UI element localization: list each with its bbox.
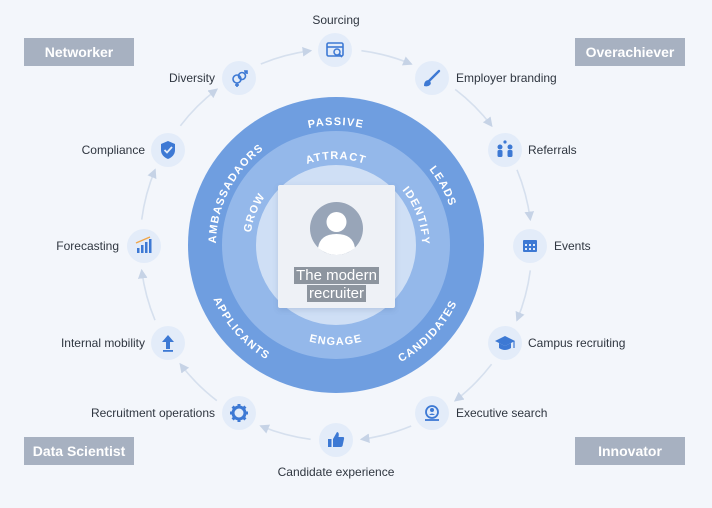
persona-data-scientist: Data Scientist <box>24 437 134 465</box>
label-sourcing: Sourcing <box>312 13 360 27</box>
cycle-connector-arc <box>361 49 413 66</box>
people-referral-icon <box>497 140 513 157</box>
cycle-connector-arc <box>179 88 219 127</box>
center-title: The modern recruiter <box>278 267 395 303</box>
label-campus-recruiting: Campus recruiting <box>528 336 626 350</box>
arrow-up-icon <box>162 335 174 352</box>
cycle-connector-arc <box>137 268 156 321</box>
label-candidate-experience: Candidate experience <box>277 465 395 479</box>
node-sourcing[interactable] <box>318 33 352 67</box>
cycle-connector-arcs <box>137 46 535 444</box>
label-forecasting: Forecasting <box>56 239 119 253</box>
persona-innovator: Innovator <box>575 437 685 465</box>
label-compliance: Compliance <box>81 143 145 157</box>
cycle-connector-arc <box>259 424 311 441</box>
cycle-connector-arc <box>515 270 532 322</box>
node-referrals[interactable] <box>488 133 522 167</box>
center-title-line1: The modern <box>294 267 379 284</box>
browser-search-icon <box>326 42 344 58</box>
label-recruitment-operations: Recruitment operations <box>90 406 215 420</box>
cycle-connector-arc <box>179 362 218 402</box>
cycle-connector-arc <box>260 46 313 65</box>
center-title-line2: recruiter <box>306 285 366 302</box>
node-candidate-experience[interactable] <box>319 423 353 457</box>
shield-check-icon <box>161 141 175 159</box>
node-campus-recruiting[interactable] <box>488 326 522 360</box>
node-diversity[interactable] <box>222 61 256 95</box>
node-executive-search[interactable] <box>415 396 449 430</box>
node-recruitment-operations[interactable] <box>222 396 256 430</box>
graduation-cap-icon <box>495 336 515 350</box>
center-card: The modern recruiter <box>278 185 395 308</box>
bar-chart-icon <box>135 236 152 253</box>
ring-label-passive: PASSIVE <box>307 116 365 131</box>
thumbs-up-icon <box>328 432 345 447</box>
node-compliance[interactable] <box>151 133 185 167</box>
node-internal-mobility[interactable] <box>151 326 185 360</box>
persona-overachiever: Overachiever <box>575 38 685 66</box>
label-referrals: Referrals <box>528 143 577 157</box>
ring-label-engage: ENGAGE <box>308 333 364 349</box>
cycle-connector-arc <box>140 168 157 220</box>
label-employer-branding: Employer branding <box>456 71 557 85</box>
label-executive-search: Executive search <box>456 406 548 420</box>
cycle-connector-arc <box>453 363 493 402</box>
cycle-connector-arc <box>454 88 493 128</box>
ring-label-attract: ATTRACT <box>304 150 368 167</box>
person-avatar-icon <box>310 202 363 255</box>
calendar-icon <box>523 240 537 252</box>
cycle-connector-arc <box>359 425 412 444</box>
label-events: Events <box>554 239 591 253</box>
node-employer-branding[interactable] <box>415 61 449 95</box>
label-diversity: Diversity <box>168 71 215 85</box>
node-events[interactable] <box>513 229 547 263</box>
cycle-connector-arc <box>516 169 535 222</box>
gear-icon <box>230 404 248 422</box>
label-internal-mobility: Internal mobility <box>60 336 145 350</box>
node-forecasting[interactable] <box>127 229 161 263</box>
persona-networker: Networker <box>24 38 134 66</box>
gender-symbols-icon <box>232 70 248 87</box>
person-search-icon <box>425 405 439 421</box>
paintbrush-icon <box>424 69 441 87</box>
